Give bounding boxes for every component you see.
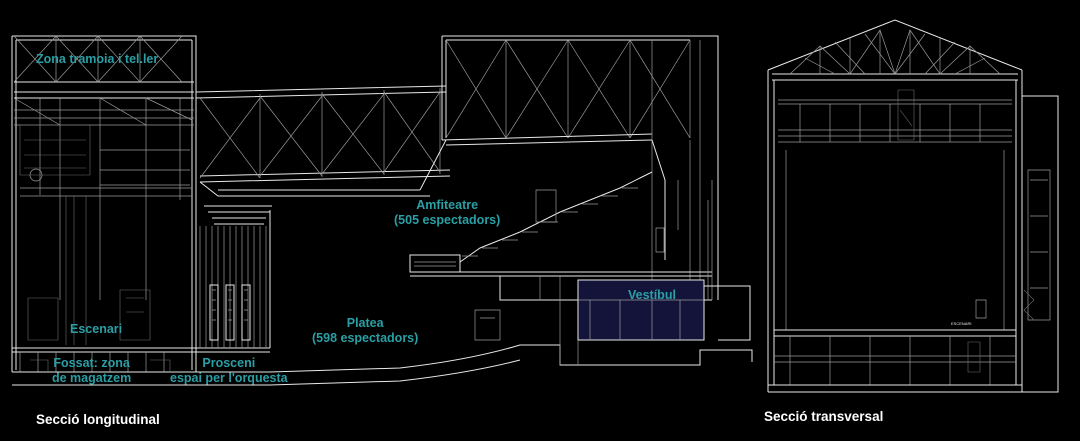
transversal-caption: Secció transversal [764,409,884,424]
proscenium-label-text: Prosceni espai per l'orquesta [170,356,288,385]
balcony-structure [409,139,713,301]
vestibule-block [559,279,751,365]
balcony-label: Amfiteatre (505 espectadors) [394,198,500,228]
proscenium-label: Prosceni espai per l'orquesta [170,356,288,386]
upper-truss-block [218,35,719,300]
longitudinal-caption: Secció longitudinal [36,412,160,427]
lobby-label: Vestíbul [628,288,676,302]
auditorium-roof-truss [195,85,451,200]
stage-label: Escenari [70,322,123,336]
stalls-label-text: Platea (598 espectadors) [312,316,419,345]
pit-label: Fossat: zona de magatzem [52,356,131,386]
stalls-label: Platea (598 espectadors) [312,316,418,346]
pit-label-text: Fossat: zona de magatzem [52,356,132,385]
balcony-label-text: Amfiteatre (505 espectadors) [394,198,501,227]
fly-tower-label: Zona tramoia i tel.ler [36,52,159,66]
transversal-section [767,19,1059,393]
longitudinal-section [11,35,753,386]
proscenium [195,200,272,348]
fly-tower-truss [13,35,194,345]
transversal-small-label: ESCENARI [951,321,972,326]
